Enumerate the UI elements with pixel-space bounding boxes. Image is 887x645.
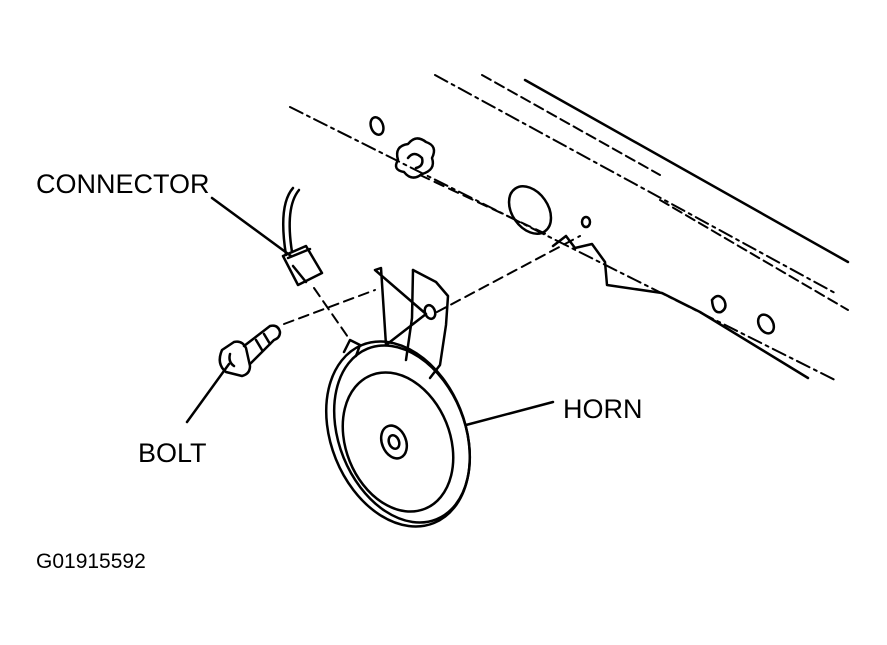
bolt-leader-line xyxy=(185,362,231,424)
alignment-lines xyxy=(283,174,581,341)
horn-leader-line xyxy=(464,400,555,427)
figure-id: G01915592 xyxy=(36,550,146,573)
connector-leader-line xyxy=(210,196,293,258)
connector-icon xyxy=(281,186,324,287)
connector-label: CONNECTOR xyxy=(36,169,210,199)
body-panel xyxy=(289,74,850,381)
panel-holes xyxy=(369,116,776,335)
bolt-icon xyxy=(218,324,282,378)
horn-icon xyxy=(324,338,472,528)
grommet-clip xyxy=(394,137,436,179)
horn-bracket xyxy=(373,266,450,380)
horn-label: HORN xyxy=(563,394,643,424)
bolt-label: BOLT xyxy=(138,438,207,468)
